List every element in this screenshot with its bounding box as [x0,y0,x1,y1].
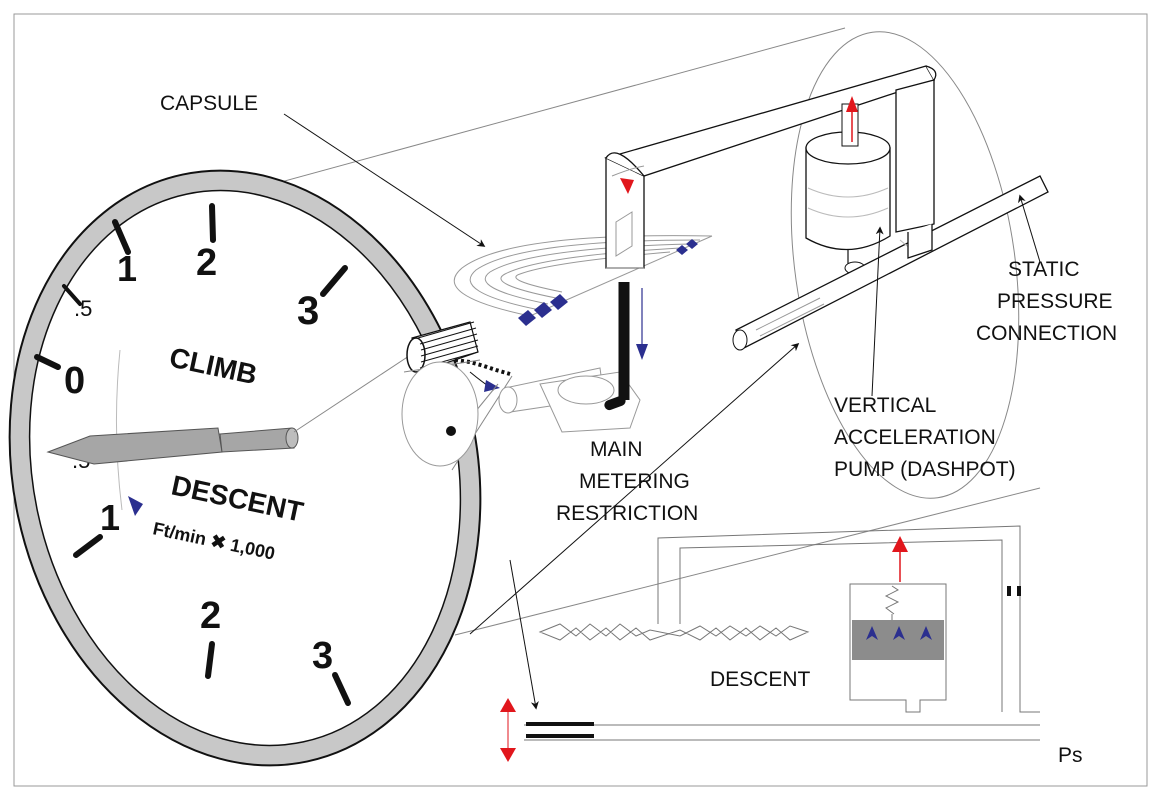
pinion-gear [406,321,479,373]
label-main-metering-1: MAIN [590,438,643,461]
dial-tick-1-up: 1 [117,248,137,289]
label-static-pressure-1: STATIC [1008,258,1080,281]
dashpot [805,96,891,286]
blue-arrow-icon [128,496,143,516]
crank-arm [539,371,641,433]
label-static-pressure-3: CONNECTION [976,322,1117,345]
label-main-metering-2: METERING [579,470,690,493]
dial-ticks [34,203,351,706]
schematic-piston [852,620,944,660]
red-arrow-icon [892,536,908,552]
needle [46,427,299,465]
dial-tick-3-up: 3 [297,289,319,333]
upper-tube-detail [606,165,645,269]
label-descent-schematic: DESCENT [710,668,811,691]
dial-tick-half-up: .5 [74,296,92,321]
lever-drum [401,361,479,467]
red-arrow-icon [620,178,634,194]
red-arrow-icon [500,698,516,762]
upper-tube [604,65,937,269]
dial-tick-2-up: 2 [196,242,217,284]
dashpot-riser [907,224,933,259]
dial-inner-arc [115,349,123,511]
label-main-metering-3: RESTRICTION [556,502,698,525]
dial-tick-3-down: 3 [312,635,333,677]
label-capsule: CAPSULE [160,92,258,115]
label-vertical-accel-3: PUMP (DASHPOT) [834,458,1016,481]
label-vertical-accel-2: ACCELERATION [834,426,996,449]
schematic [524,525,1040,741]
piston-blue-arrows [866,626,932,640]
label-static-pressure-2: PRESSURE [997,290,1113,313]
leader-lines [283,113,1041,710]
label-ps: Ps [1058,744,1083,767]
dial-tick-zero: 0 [64,360,85,402]
dial-tick-1-down: 1 [100,497,120,538]
instrument-case [214,27,1041,636]
blue-arrow-icon [636,344,648,360]
pinion-shaft [293,353,413,433]
schematic-dots [1007,586,1021,596]
label-vertical-accel-1: VERTICAL [834,394,936,417]
capsule-blue-marks [518,239,698,326]
metering-restriction-bars [526,722,594,738]
dial-tick-2-down: 2 [200,595,221,637]
capsule [453,235,713,317]
